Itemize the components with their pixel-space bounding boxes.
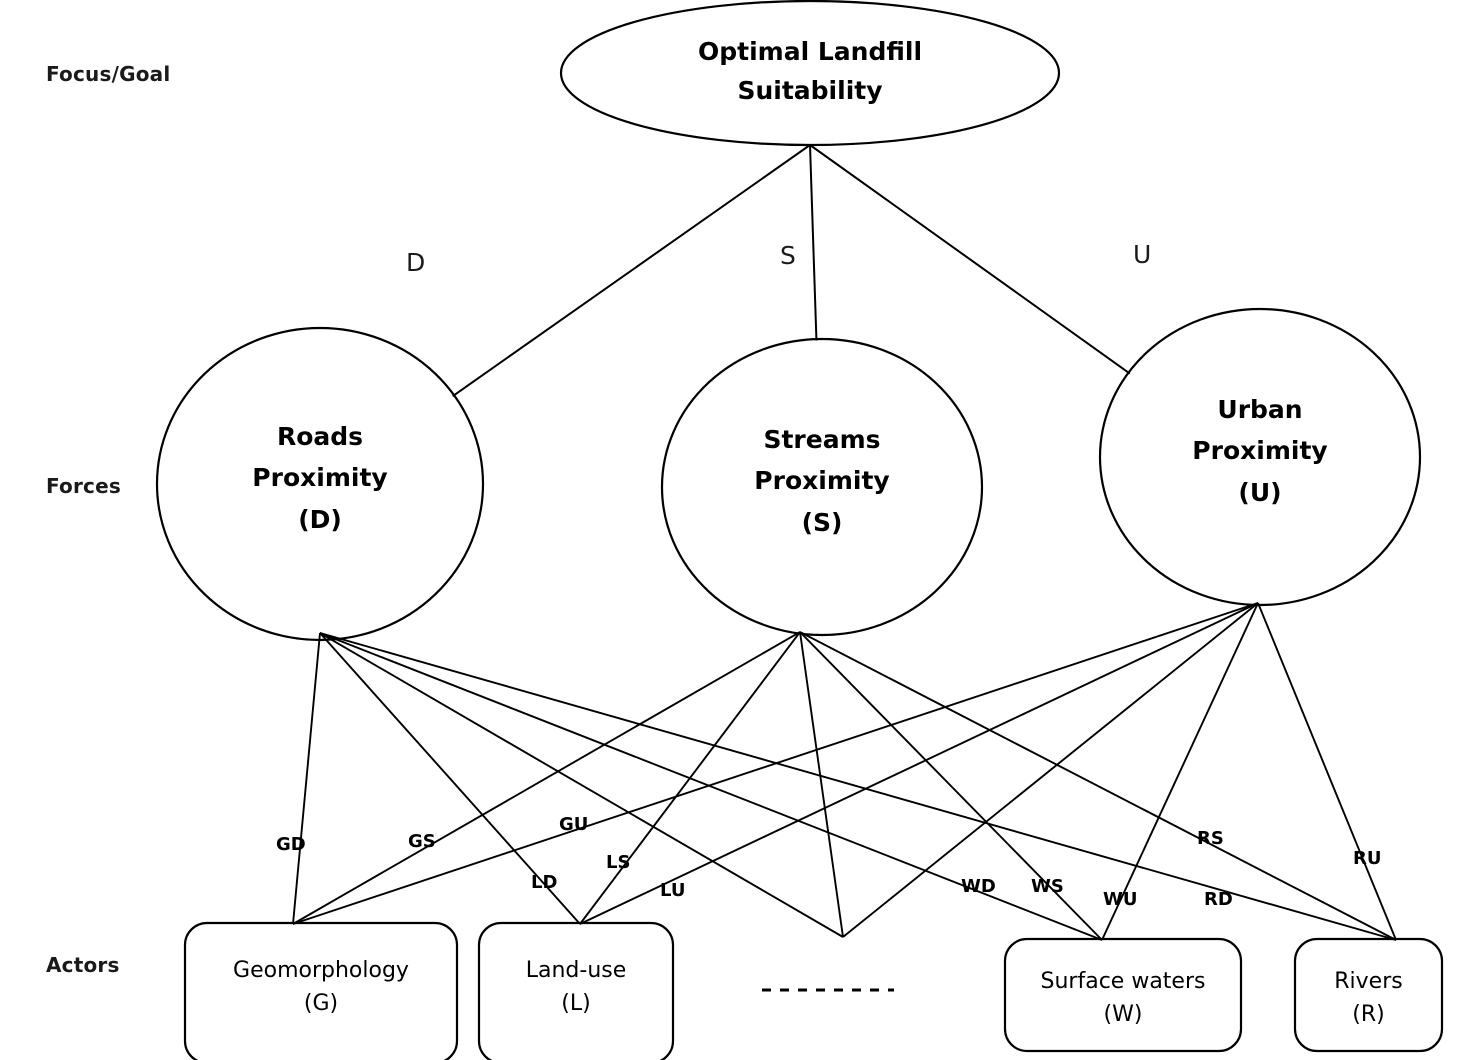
edge-label-S: S xyxy=(780,241,796,270)
force-to-actor-line-SX xyxy=(799,631,844,938)
force-to-actor-line-DR xyxy=(319,632,1397,941)
force-circle-outline-S xyxy=(660,337,984,637)
actor-node-geomorphology[interactable] xyxy=(185,923,457,1060)
edge-label-WU: WU xyxy=(1103,889,1138,910)
force-node-streams[interactable] xyxy=(662,339,982,635)
level-label-forces: Forces xyxy=(46,474,121,498)
goal-to-force-line-S xyxy=(809,144,818,341)
force-to-actor-line-UX xyxy=(842,602,1259,938)
force-to-actor-line-UR xyxy=(1257,602,1397,941)
force-to-actor-line-SG xyxy=(292,631,801,925)
level-label-focus: Focus/Goal xyxy=(46,62,171,86)
edge-label-RD: RD xyxy=(1204,889,1233,910)
edge-label-LD: LD xyxy=(531,872,558,893)
edge-label-LS: LS xyxy=(606,852,631,873)
force-to-actor-line-DG xyxy=(292,632,321,925)
force-node-urban[interactable] xyxy=(1100,309,1420,605)
force-node-roads[interactable] xyxy=(157,328,483,640)
goal-to-force-line-U xyxy=(809,144,1131,375)
force-to-actor-line-SW xyxy=(799,631,1103,941)
actor-rect-outline-W xyxy=(1003,937,1243,1053)
force-to-actor-line-UG xyxy=(292,602,1259,925)
force-to-actor-line-SL xyxy=(579,631,801,925)
edge-label-LU: LU xyxy=(660,880,686,901)
force-circle-outline-U xyxy=(1098,307,1422,607)
edge-label-WD: WD xyxy=(961,876,996,897)
force-to-actor-line-DX xyxy=(319,632,844,938)
actor-rect-outline-G xyxy=(183,921,459,1060)
edge-label-WS: WS xyxy=(1031,876,1064,897)
edge-label-GS: GS xyxy=(408,831,436,852)
edge-label-RS: RS xyxy=(1197,828,1224,849)
force-to-actor-line-SR xyxy=(799,631,1397,941)
actor-rect-outline-L xyxy=(477,921,675,1060)
goal-to-force-line-D xyxy=(452,144,811,397)
edge-label-U: U xyxy=(1133,240,1152,269)
actor-node-rivers[interactable] xyxy=(1295,939,1442,1051)
goal-node-ellipse[interactable] xyxy=(561,1,1059,145)
force-to-actor-line-DW xyxy=(319,632,1103,941)
force-to-actor-line-DL xyxy=(319,632,581,925)
edge-line-layer xyxy=(292,144,1397,941)
actor-node-land-use[interactable] xyxy=(479,923,673,1060)
actor-rect-outline-R xyxy=(1293,937,1444,1053)
edge-label-GU: GU xyxy=(559,814,589,835)
force-to-actor-line-UW xyxy=(1101,602,1259,941)
edge-label-D: D xyxy=(406,248,426,277)
level-label-actors: Actors xyxy=(46,953,120,977)
force-to-actor-line-UL xyxy=(579,602,1259,925)
edge-label-GD: GD xyxy=(276,834,306,855)
edge-label-RU: RU xyxy=(1353,848,1382,869)
actor-node-surface-waters[interactable] xyxy=(1005,939,1241,1051)
